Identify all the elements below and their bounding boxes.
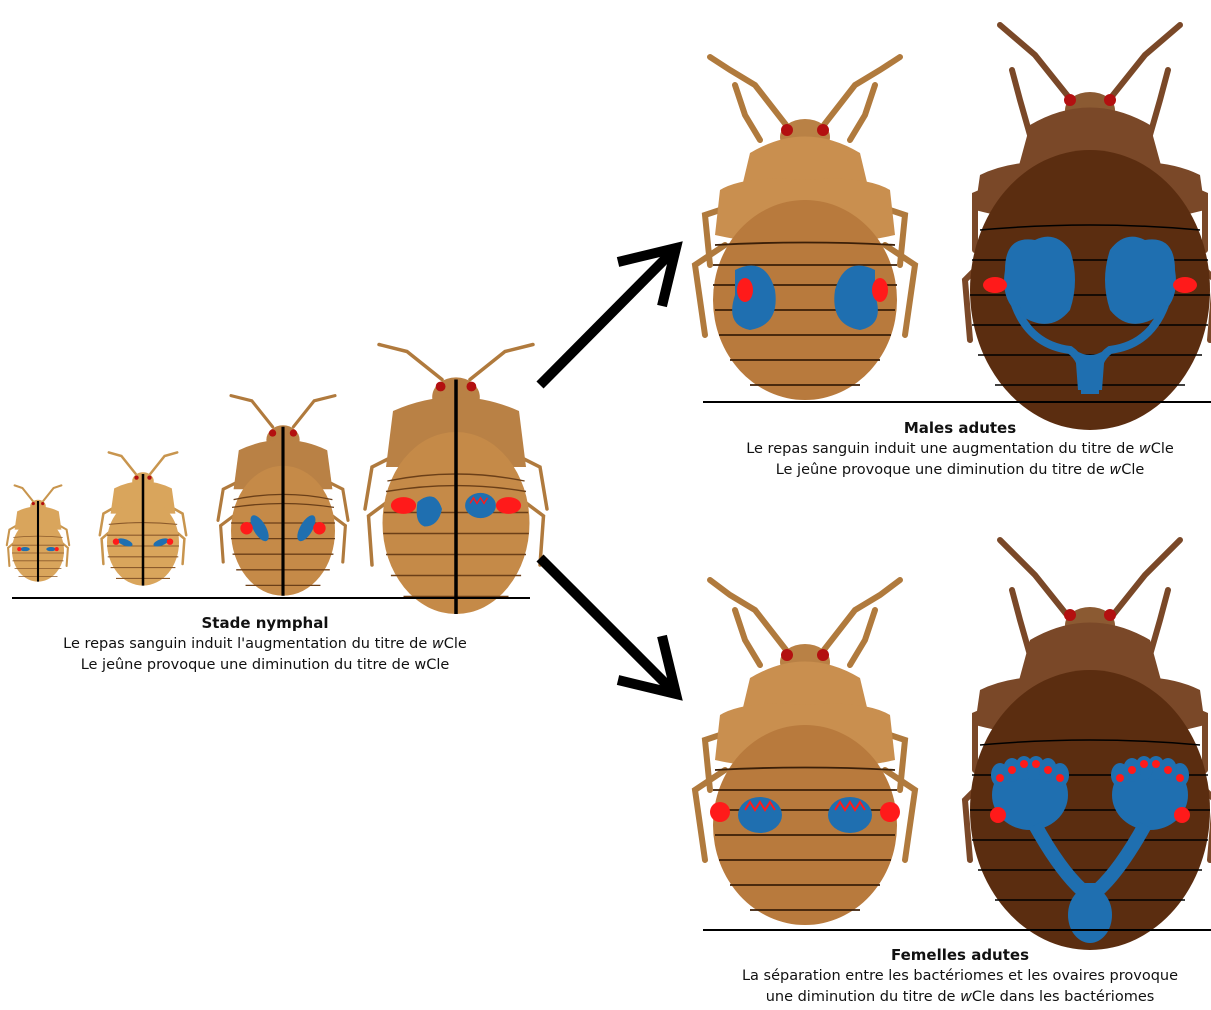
female-adult-fed (695, 580, 915, 925)
female-caption: Femelles adutes La séparation entre les … (700, 945, 1211, 1008)
male-caption: Males adutes Le repas sanguin induit une… (700, 418, 1211, 481)
nymph-line-1: Le repas sanguin induit l'augmentation d… (0, 634, 530, 655)
male-line-2: Le jeûne provoque une diminution du titr… (700, 460, 1211, 481)
arrow-to-males (540, 248, 676, 385)
male-baseline (703, 401, 1211, 403)
female-title: Femelles adutes (700, 945, 1211, 966)
female-line-2: une diminution du titre de wCle dans les… (700, 987, 1211, 1008)
nymph-stage-4 (365, 345, 547, 615)
nymph-stage-2 (100, 452, 186, 585)
male-line-1: Le repas sanguin induit une augmentation… (700, 439, 1211, 460)
male-adult-dark (965, 25, 1211, 430)
nymph-caption: Stade nymphal Le repas sanguin induit l'… (0, 613, 530, 676)
female-baseline (703, 929, 1211, 931)
female-line-1: La séparation entre les bactériomes et l… (700, 966, 1211, 987)
nymph-stage-1 (7, 485, 69, 581)
arrow-to-females (540, 558, 676, 694)
male-title: Males adutes (700, 418, 1211, 439)
nymph-stage-3 (218, 396, 348, 596)
nymph-title: Stade nymphal (0, 613, 530, 634)
female-adult-dark (965, 540, 1211, 950)
nymph-baseline (12, 597, 530, 599)
nymph-line-2: Le jeûne provoque une diminution du titr… (0, 655, 530, 676)
male-adult-fed (695, 57, 915, 400)
